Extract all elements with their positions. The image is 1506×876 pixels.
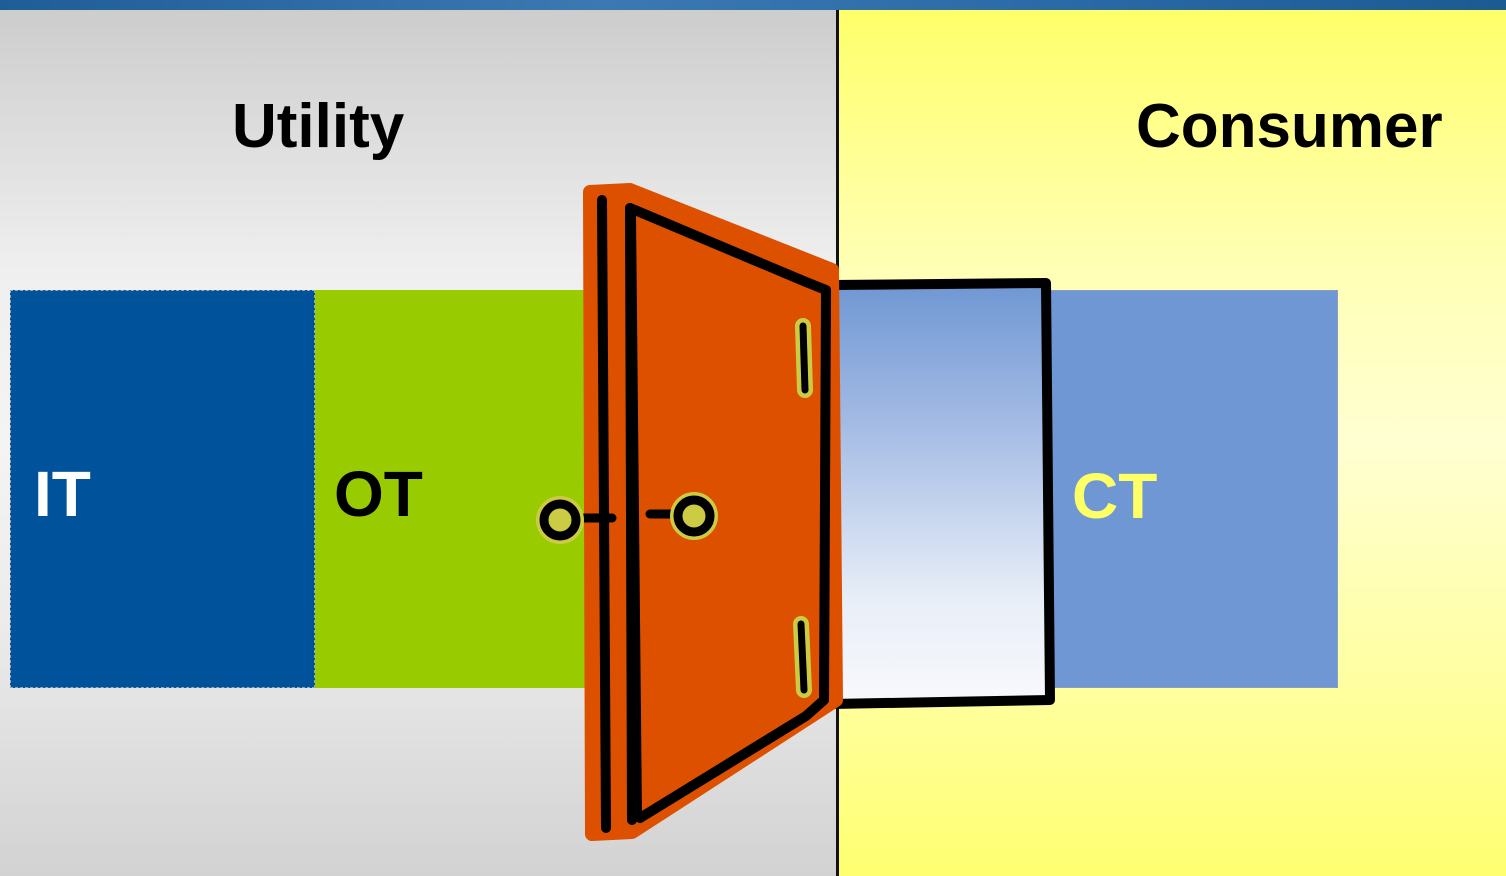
- ct-block: [1040, 290, 1338, 688]
- top-banner: [0, 0, 1506, 10]
- ot-label: OT: [334, 458, 423, 530]
- utility-heading: Utility: [232, 92, 405, 161]
- it-label: IT: [34, 458, 91, 530]
- hinge-icon: [795, 318, 813, 398]
- consumer-heading: Consumer: [1136, 92, 1443, 161]
- doorknob-icon: [645, 492, 718, 540]
- doorknob-icon: [536, 496, 617, 544]
- it-block: [10, 290, 315, 688]
- hinge-icon: [793, 616, 812, 698]
- doorway-opening: [827, 278, 1055, 709]
- ct-label: CT: [1072, 460, 1158, 532]
- door-face: [625, 203, 831, 823]
- ot-block: [315, 290, 615, 688]
